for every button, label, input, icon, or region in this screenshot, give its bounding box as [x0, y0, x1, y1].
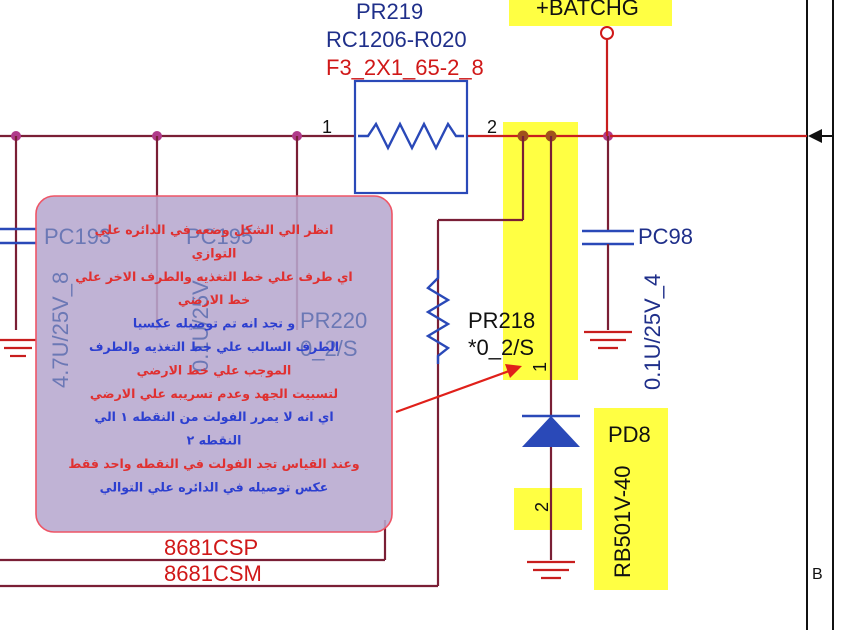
net-8681csm-label: 8681CSM [164, 561, 262, 586]
offpage-arrow-icon [808, 129, 822, 143]
annotation-line: النقطه ٢ [187, 433, 242, 448]
pd8-highlight [594, 408, 668, 590]
power-port-icon [600, 26, 614, 40]
pd8-diode-icon [522, 416, 580, 447]
ground-icon [584, 330, 632, 350]
pr219-pin-2: 2 [487, 117, 497, 137]
annotation-line: و تجد انه تم توصيله عكسيا [133, 316, 295, 331]
annotation-text: انظر الي الشكل وضعه في الدائره علي التواز… [68, 222, 359, 494]
batchg-label: +BATCHG [536, 0, 639, 20]
annotation-line: عكس توصيله في الدائره علي التوالي [100, 479, 329, 494]
pr220-zigzag [425, 270, 451, 364]
pr219-footprint: F3_2X1_65-2_8 [326, 55, 484, 80]
pc98-value: 0.1U/25V_4 [640, 274, 665, 390]
pc195-ref: PC195 [186, 224, 253, 249]
annotation-line: الموجب علي خط الارضي [137, 362, 292, 377]
pr219-pin-1: 1 [322, 117, 332, 137]
pr219-ref: PR219 [356, 0, 423, 24]
ground-icon [0, 338, 36, 358]
annotation-arrow [395, 368, 513, 414]
pd8-value: RB501V-40 [610, 465, 635, 578]
pr220-value: 0_2/S [300, 336, 358, 361]
sheet-letter: B [812, 566, 823, 583]
ground-icon [527, 560, 575, 580]
annotation-line: الطرف السالب علي خط التغذيه والطرف [89, 339, 339, 354]
pc98-ref: PC98 [638, 224, 693, 249]
pr219-value: RC1206-R020 [326, 27, 467, 52]
net-8681csp-label: 8681CSP [164, 535, 258, 560]
pc193-ref: PC193 [44, 224, 111, 249]
arrowhead-icon [505, 364, 522, 378]
pr219-body [353, 79, 469, 195]
pr219-zigzag [358, 121, 464, 151]
pr218-ref: PR218 [468, 308, 535, 333]
mid-cap-value: 0.1U/25V [188, 280, 213, 372]
annotation-line: وعند القياس تجد الفولت في النقطه واحد فق… [68, 456, 359, 471]
pd8-pin-highlight [514, 488, 582, 530]
annotation-line: اي انه لا يمرر الفولت من النقطه ١ الي [94, 409, 333, 424]
pr218-highlight [503, 122, 578, 380]
annotation-line: التوازي [192, 245, 237, 260]
batchg-highlight [509, 0, 672, 26]
annotation-line: انظر الي الشكل وضعه في الدائره علي [95, 222, 334, 237]
annotation-line: اي طرف علي خط التغذيه والطرف الاخر علي [75, 269, 352, 284]
pr218-pin: 1 [530, 362, 550, 372]
annotation-box [35, 195, 393, 533]
pd8-pin: 2 [532, 502, 552, 512]
annotation-line: خط الارضي [178, 292, 250, 307]
pr220-ref: PR220 [300, 308, 367, 333]
left-cap-value: 4.7U/25V_8 [48, 272, 73, 388]
pd8-ref: PD8 [608, 422, 651, 447]
pr218-value: *0_2/S [468, 335, 534, 360]
annotation-line: لتسبيت الجهد وعدم تسريبه علي الارضي [90, 386, 338, 402]
